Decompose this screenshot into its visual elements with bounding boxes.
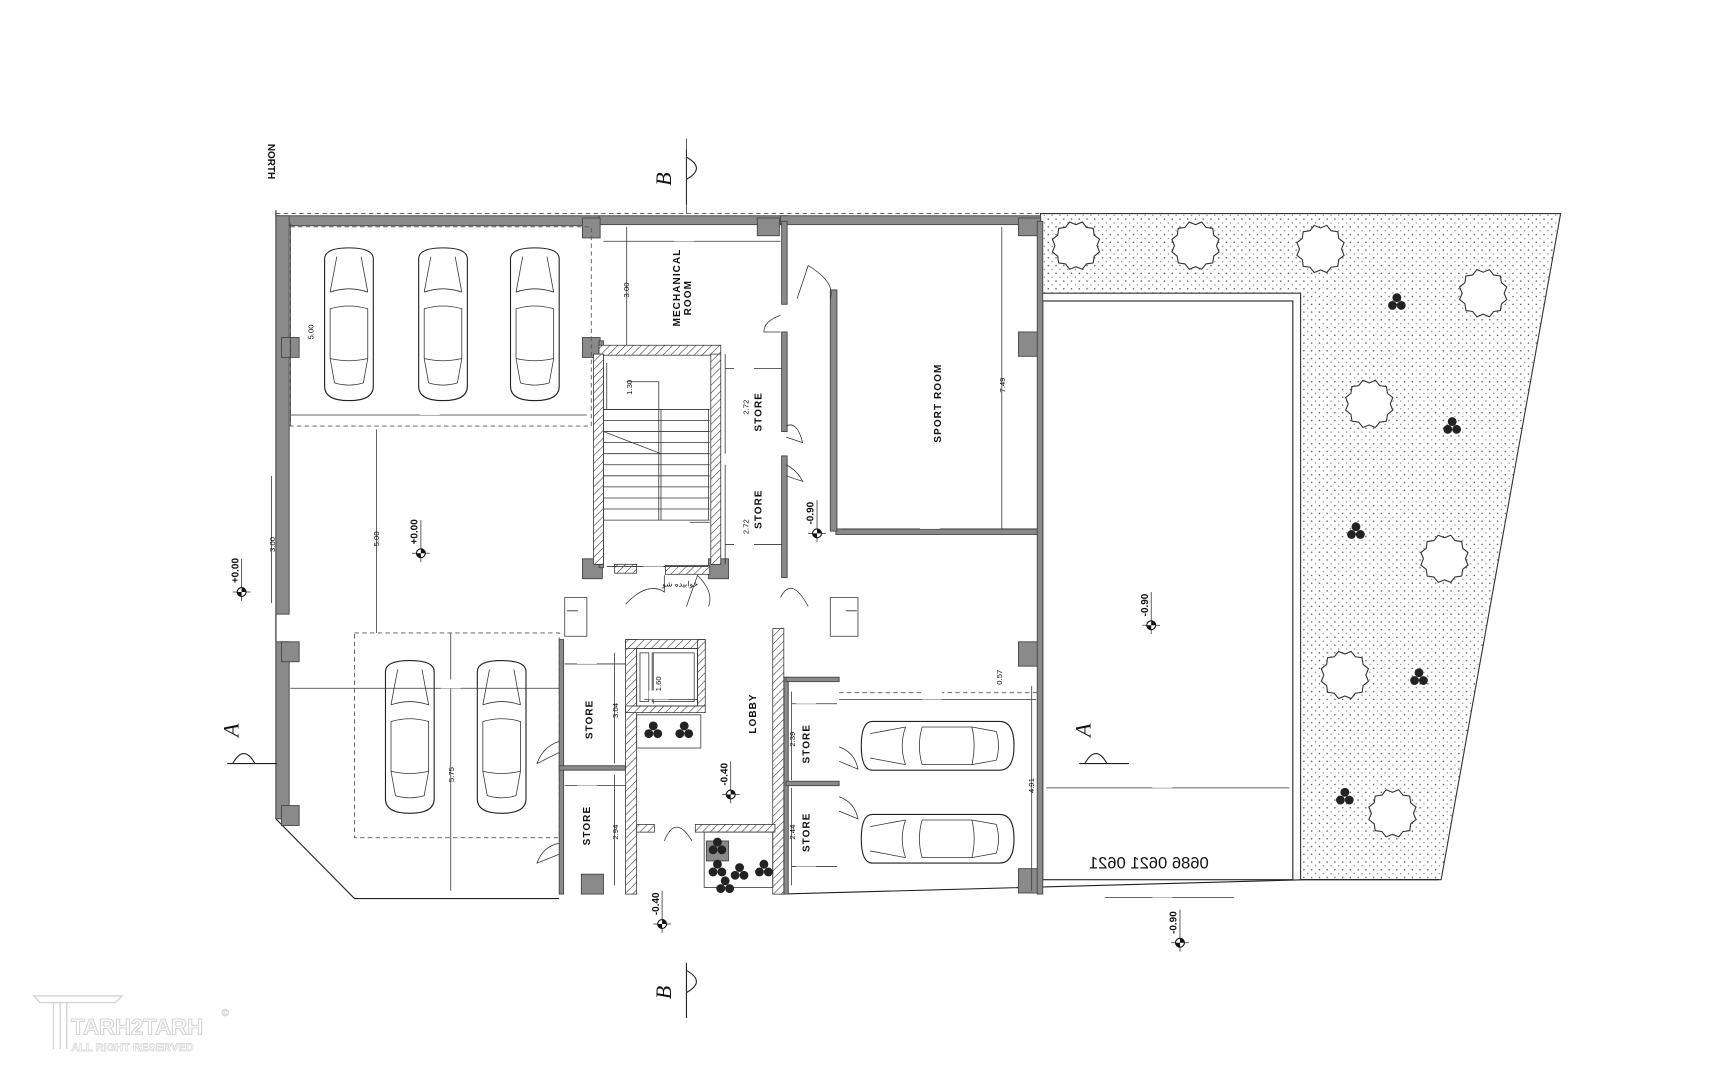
shrub-icon: [644, 721, 663, 739]
level-marker: -0.40: [719, 761, 740, 804]
watermark-copyright: ©: [222, 1008, 230, 1019]
shrub-icon: [1388, 293, 1406, 310]
room-labels: MECHANICAL ROOM SPORT ROOM LOBBY STORE S…: [582, 249, 944, 852]
tree-icon: [1344, 379, 1394, 429]
cars: [324, 247, 1015, 864]
dimension-label: 2.72: [741, 400, 750, 415]
level-marker: -0.90: [1169, 909, 1189, 952]
dimension-label: 3.00: [268, 537, 277, 552]
section-mark-a: A: [218, 723, 278, 765]
shrub-icon: [1336, 787, 1354, 805]
elevator: [636, 648, 698, 707]
shrub-icon: [716, 876, 735, 893]
parking-zone-bottom: [354, 632, 560, 839]
dimension-label: 5.75: [447, 767, 456, 782]
mechanical-room-label-2: ROOM: [683, 280, 694, 315]
level-label: -0.90: [1169, 911, 1180, 934]
tree-icon: [1368, 789, 1417, 838]
watermark-logo: TARH2TARH ALL RIGHT RESERVED ©: [31, 995, 230, 1055]
dimension-label: 7.49: [998, 378, 1007, 393]
dimension-label: 1.30: [625, 380, 634, 395]
level-markers: +0.00 +0.00 -0.90 -0.90 -0.40 -0.40 -0.90: [230, 500, 1189, 952]
shrub-icon: [730, 863, 749, 880]
section-mark-b: B: [651, 149, 697, 205]
section-letter: A: [218, 723, 243, 739]
car-5: [476, 660, 527, 814]
level-label: +0.00: [230, 558, 241, 584]
level-marker: +0.00: [230, 558, 251, 601]
section-letter: B: [651, 172, 676, 186]
level-label: -0.40: [651, 892, 662, 915]
walls: [275, 215, 1044, 895]
staircase: [603, 381, 710, 521]
shrub-icon: [708, 837, 727, 855]
section-marks: A A B B: [218, 138, 1130, 1019]
dimension-label: 5.00: [372, 531, 381, 546]
level-label: -0.90: [1140, 593, 1151, 616]
dimension-label: 0.57: [995, 670, 1004, 685]
lobby-label: LOBBY: [748, 693, 759, 733]
car-3: [509, 247, 560, 402]
tree-icon: [1320, 650, 1370, 700]
store-label: STORE: [801, 812, 812, 852]
mirrored-text: 0686 0621 0621: [1089, 854, 1209, 873]
shrub-icon: [708, 859, 727, 877]
hatched-walls: [593, 344, 785, 895]
store-label: STORE: [584, 700, 595, 740]
dimension-label: 3.00: [622, 282, 631, 297]
level-label: -0.90: [806, 501, 817, 524]
store-label: STORE: [754, 392, 765, 432]
doors: [536, 264, 859, 864]
car-6: [860, 720, 1015, 771]
store-label: STORE: [754, 489, 765, 529]
shrub-icon: [675, 721, 694, 739]
section-letter: B: [651, 985, 676, 999]
watermark-tagline: ALL RIGHT RESERVED: [71, 1042, 193, 1054]
shrub-icon: [1443, 417, 1462, 434]
car-7: [860, 813, 1015, 864]
store-label: STORE: [801, 724, 812, 764]
shrub-icon: [1410, 668, 1428, 685]
garden: [1039, 213, 1562, 881]
shrub-icon: [755, 859, 773, 877]
level-label: +0.00: [410, 519, 421, 545]
tree-icon: [1420, 534, 1469, 584]
dimension-label: 2.94: [611, 824, 620, 840]
tree-icon: [1171, 221, 1220, 270]
north-label: NORTH: [265, 144, 276, 179]
level-label: -0.40: [719, 763, 730, 786]
dimension-label: 2.39: [788, 732, 797, 747]
stair-note: خوابیده شو: [661, 579, 698, 588]
level-marker: -0.90: [1140, 592, 1161, 635]
level-marker: -0.90: [806, 500, 826, 543]
store-label: STORE: [582, 806, 593, 846]
shrub-icon: [1347, 522, 1365, 539]
car-2: [418, 247, 468, 402]
mechanical-room-label: MECHANICAL: [672, 249, 683, 327]
tree-icon: [1458, 269, 1508, 318]
section-mark-b: B: [651, 962, 697, 1019]
sport-room-label: SPORT ROOM: [933, 364, 944, 443]
dimension-label: 4.91: [1027, 778, 1036, 793]
section-mark-a: A: [1070, 723, 1130, 765]
dimension-label: 1.60: [654, 676, 663, 691]
level-marker: -0.40: [651, 890, 671, 933]
car-4: [384, 660, 435, 814]
dimension-label: 5.00: [307, 324, 316, 339]
section-letter: A: [1070, 723, 1095, 739]
dimension-label: 2.72: [741, 519, 750, 534]
dimension-label: 2.44: [788, 824, 797, 840]
car-1: [324, 247, 374, 402]
tree-icon: [1296, 224, 1345, 274]
parking-zone-top: [289, 226, 592, 427]
watermark-brand: TARH2TARH: [71, 1015, 203, 1040]
tree-icon: [1051, 221, 1101, 270]
dimension-label: 3.04: [611, 702, 620, 718]
planters: [636, 714, 774, 893]
level-marker: +0.00: [410, 519, 430, 563]
